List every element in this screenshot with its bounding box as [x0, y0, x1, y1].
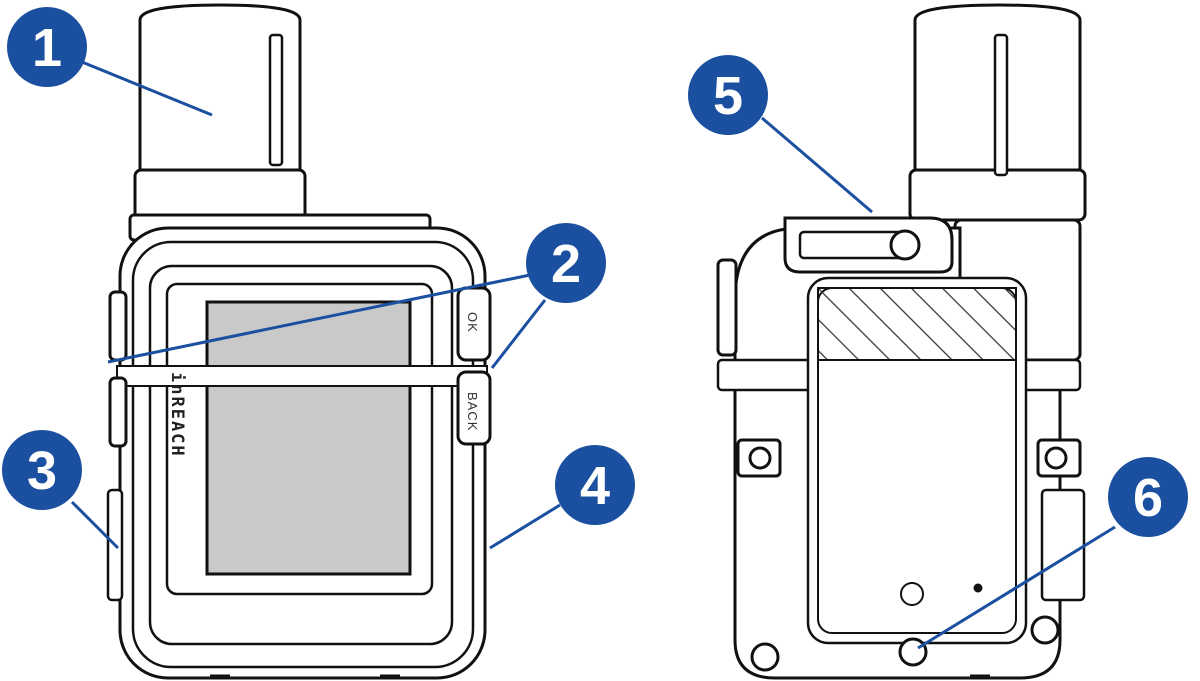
leader-6 [917, 525, 1116, 650]
callout-3-label: 3 [27, 441, 57, 501]
callout-2: 2 [526, 223, 606, 303]
callout-4: 4 [555, 445, 635, 525]
left-button-upper[interactable] [108, 290, 128, 362]
callout-3: 3 [2, 430, 82, 510]
bottom-port [898, 637, 928, 667]
callout-1-label: 1 [32, 18, 62, 78]
screw-bottom-right [1030, 615, 1060, 645]
callout-6-label: 6 [1133, 468, 1163, 528]
callout-4-label: 4 [580, 456, 610, 516]
leader-5 [761, 116, 873, 214]
screw-right [1044, 446, 1068, 470]
screw-left [748, 446, 772, 470]
callout-6: 6 [1108, 457, 1188, 537]
leader-3 [70, 500, 120, 550]
device-back-body [716, 216, 1086, 680]
back-button[interactable] [456, 370, 492, 446]
back-label: BACK [465, 392, 480, 431]
screw-bottom-left [750, 642, 780, 672]
left-button-lower[interactable] [108, 376, 128, 448]
leader-2b [490, 299, 547, 369]
leader-4 [489, 503, 561, 550]
brand-label: inREACH [167, 372, 187, 458]
leader-1 [81, 60, 213, 117]
device-front-view [106, 3, 492, 680]
callout-5-label: 5 [713, 66, 743, 126]
mount-screw [889, 229, 921, 261]
leader-lines [70, 60, 1116, 650]
screen [205, 300, 412, 576]
ok-label: OK [465, 312, 480, 333]
antenna-front [128, 3, 432, 242]
callout-1: 1 [7, 7, 87, 87]
leader-2a [107, 273, 531, 364]
callout-5: 5 [688, 55, 768, 135]
device-back-view [716, 3, 1087, 680]
callout-2-label: 2 [551, 234, 581, 294]
device-front-body [106, 226, 492, 680]
hatched-label-area [817, 287, 1017, 361]
